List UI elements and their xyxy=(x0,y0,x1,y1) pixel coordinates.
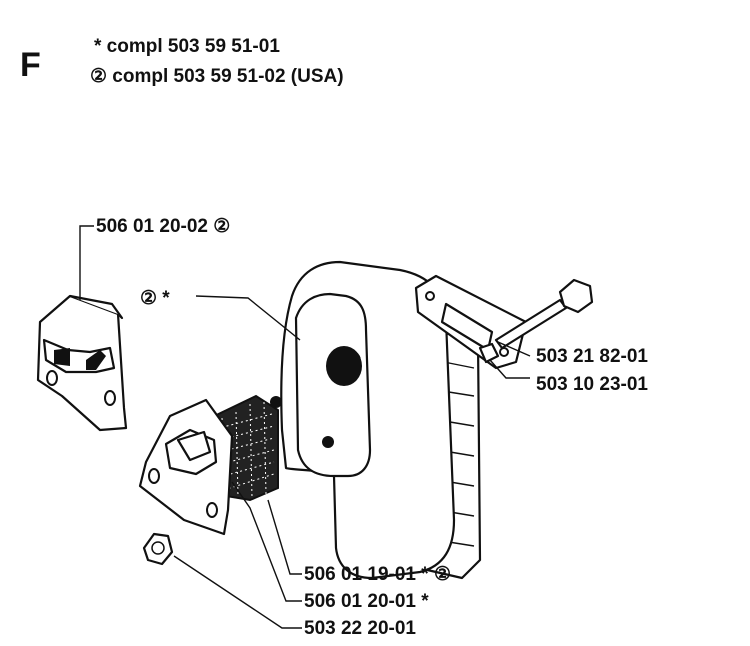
cover-part xyxy=(36,294,128,432)
callout-nut: 503 22 20-01 xyxy=(304,618,416,639)
deflector-part xyxy=(138,398,234,536)
section-letter: F xyxy=(20,46,41,84)
callout-gasket: 503 21 82-01 xyxy=(536,346,648,367)
callout-bolt: 503 10 23-01 xyxy=(536,374,648,395)
callout-deflector: 506 01 20-01 * xyxy=(304,591,429,612)
bolt-part xyxy=(478,278,594,364)
nut-part xyxy=(142,532,174,566)
callout-screen: 506 01 19-01 * ② xyxy=(304,564,451,585)
callout-cover: 506 01 20-02 ② xyxy=(96,216,230,237)
header-line-1: * compl 503 59 51-01 xyxy=(94,36,280,57)
header-line-2: ② compl 503 59 51-02 (USA) xyxy=(90,66,344,87)
muffler-body xyxy=(270,260,482,580)
leader-lines xyxy=(79,225,531,629)
callout-marker: ② * xyxy=(140,288,170,309)
